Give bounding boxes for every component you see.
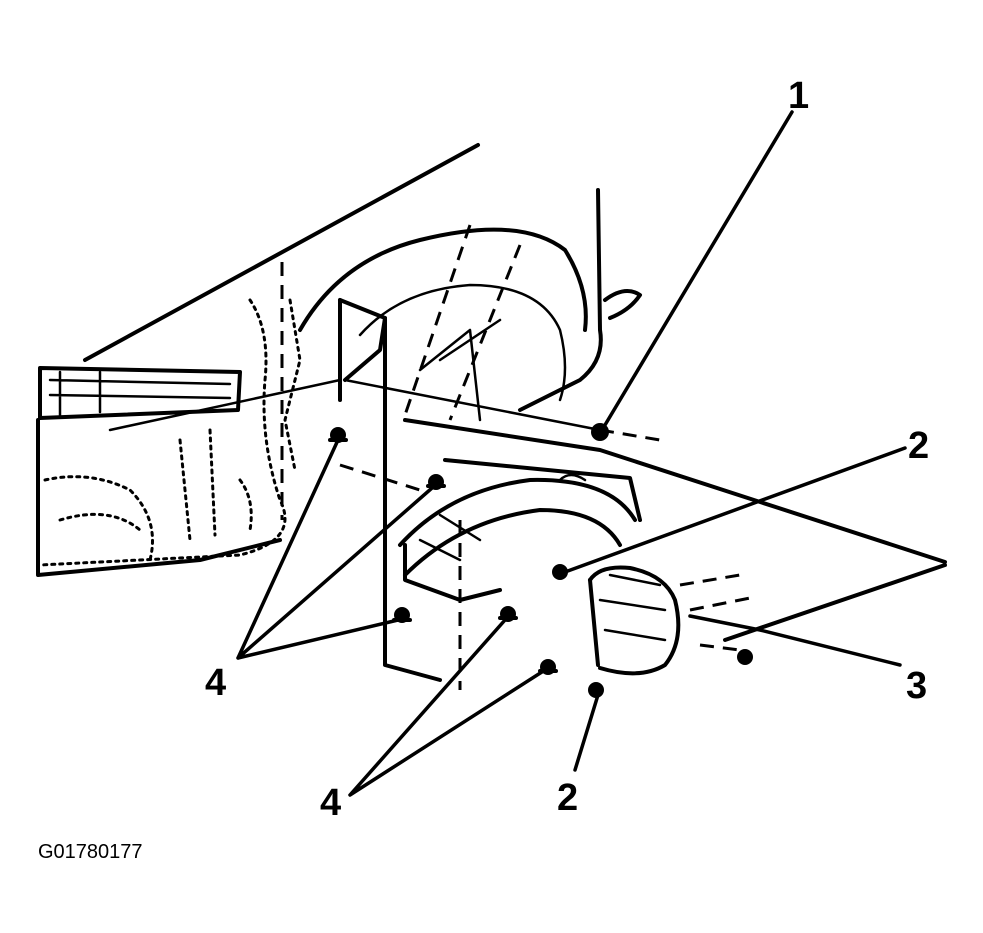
extension-line-right-2: [689, 596, 751, 612]
callout-4-left: 4: [205, 662, 226, 704]
liner-lower-edge: [723, 563, 947, 642]
leader-1: [603, 110, 794, 427]
hidden-structure-fender: [38, 298, 287, 567]
fastener-bolt-1: [591, 423, 609, 441]
extension-line-top: [403, 224, 472, 416]
liner-top-edge: [403, 418, 947, 564]
liner-front-ribs: [418, 473, 587, 562]
leader-4b: [348, 618, 547, 797]
callout-1: 1: [788, 75, 809, 117]
fender-arch-inner: [358, 283, 567, 402]
liner-front-bottom: [403, 543, 502, 602]
liner-front-section: [398, 458, 642, 602]
callout-2-lower: 2: [557, 777, 578, 819]
splash-shield-outline: [588, 565, 681, 676]
extension-line-right-3: [699, 643, 741, 652]
extension-line-left: [339, 463, 421, 492]
body-crease: [108, 378, 342, 432]
explode-lines: [280, 224, 751, 690]
leader-4a: [236, 438, 434, 660]
leader-2b: [573, 693, 600, 772]
liner-rear-frame-left: [338, 298, 442, 682]
liner-front-top: [443, 458, 642, 522]
leader-2a: [563, 446, 907, 574]
liner-rear-panel: [338, 298, 947, 682]
extension-line-top-2: [448, 244, 522, 421]
fastener-push-pin-b: [426, 474, 446, 490]
hood-edge: [83, 143, 480, 362]
fender-hook: [603, 289, 642, 320]
leader-3: [688, 614, 902, 667]
fastener-screw-c: [737, 649, 753, 665]
callout-3: 3: [906, 665, 927, 707]
callout-2-upper: 2: [908, 425, 929, 467]
headlamp-outline: [38, 366, 242, 420]
fender-rear-edge: [518, 188, 603, 412]
splash-shield-ribs: [598, 573, 667, 642]
splash-shield-edge: [588, 578, 600, 667]
extension-line-right-1: [679, 573, 741, 587]
hidden-structure-front: [43, 428, 253, 562]
fender-inner-ribs: [418, 318, 502, 422]
headlamp-detail: [48, 370, 232, 417]
sill-line: [343, 378, 602, 432]
extension-line-bolt-1: [599, 428, 661, 442]
figure-id: G01780177: [38, 841, 143, 863]
callout-labels: 1 2 2 3 4 4: [205, 75, 929, 824]
leader-lines: [236, 110, 907, 797]
liner-front-arch: [398, 477, 637, 547]
front-bumper-outline: [36, 418, 282, 577]
liner-bracket: [343, 316, 387, 382]
callout-4-bottom: 4: [320, 782, 341, 824]
fasteners: [328, 423, 753, 698]
fastener-screw-b: [588, 682, 604, 698]
hidden-structure-apron: [283, 298, 302, 472]
splash-shield: [588, 565, 681, 676]
fender-arch-outer: [298, 227, 588, 332]
vehicle-body: [36, 143, 642, 577]
fastener-push-pin-d: [498, 606, 518, 622]
fastener-screw-a: [552, 564, 568, 580]
